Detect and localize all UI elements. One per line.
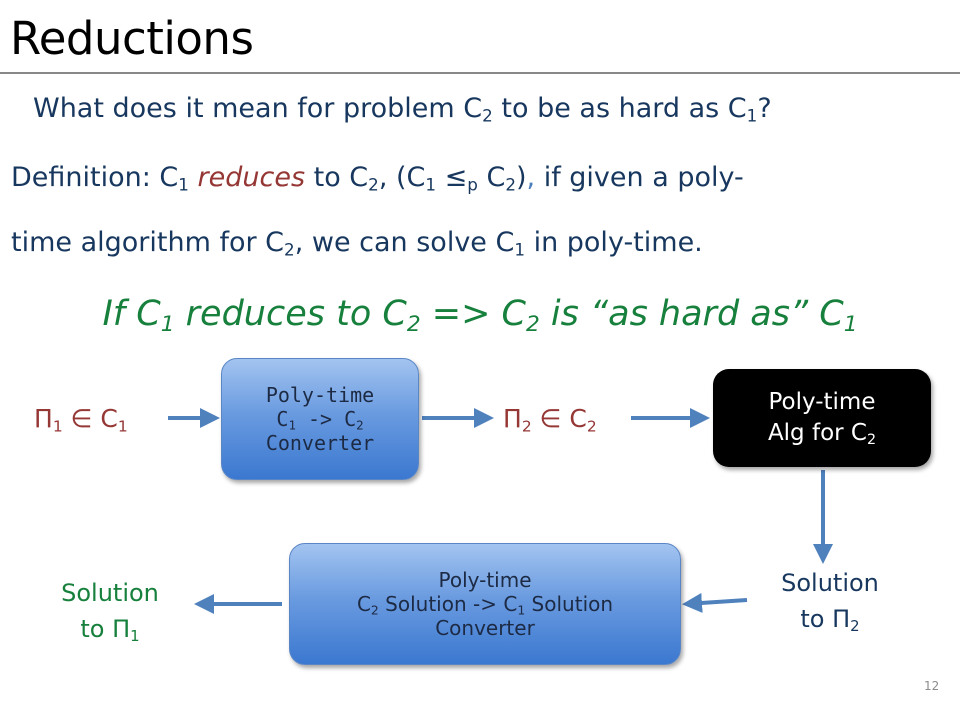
slide-title: Reductions (10, 12, 254, 65)
input-instance-label: Π1 ∈ C1 (34, 404, 128, 436)
solution-pi2-label: Solution to Π2 (781, 569, 879, 636)
instance-converter-box: Poly-time C1 -> C2 Converter (221, 358, 419, 480)
slide-number: 12 (924, 679, 940, 693)
title-divider (0, 72, 960, 74)
hardness-statement: If C1 reduces to C2 => C2 is “as hard as… (102, 294, 858, 338)
reduces-emphasis: reduces (197, 162, 306, 193)
solution-converter-box: Poly-time C2 Solution -> C1 Solution Con… (289, 543, 681, 665)
definition-line-1: Definition: C1 reduces to C2, (C1 ≤p C2)… (11, 162, 744, 195)
converted-instance-label: Π2 ∈ C2 (503, 404, 597, 436)
definition-line-2: time algorithm for C2, we can solve C1 i… (11, 227, 703, 260)
arrow-left-icon (682, 592, 748, 613)
question-text: What does it mean for problem C2 to be a… (33, 93, 772, 126)
algorithm-box: Poly-time Alg for C2 (713, 369, 931, 467)
solution-pi1-label: Solution to Π1 (61, 579, 159, 646)
